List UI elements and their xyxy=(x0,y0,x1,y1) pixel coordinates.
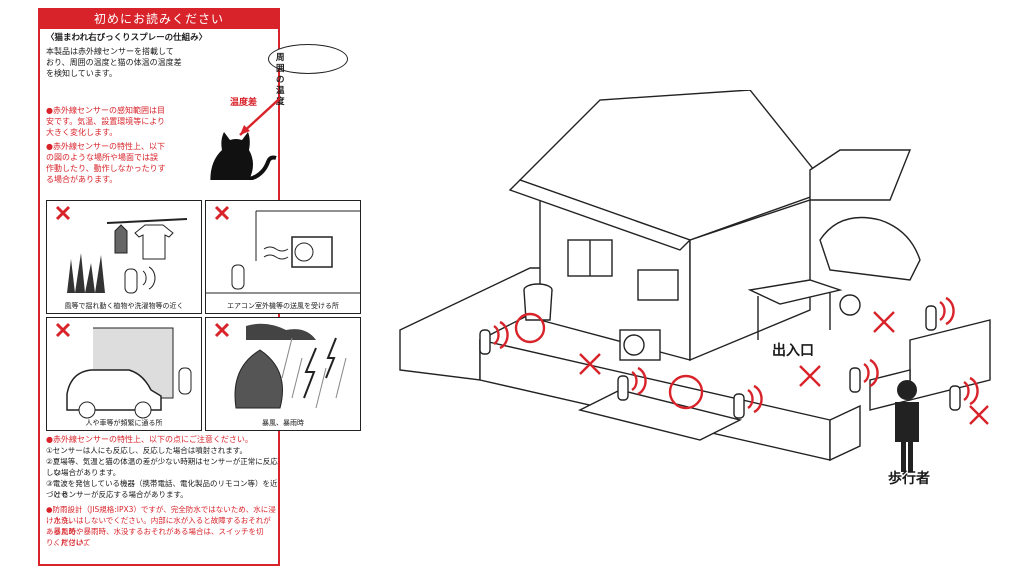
note2-line-1: ●赤外線センサーの特性上、以下 xyxy=(46,142,165,151)
note2-line-4: る場合があります。 xyxy=(46,175,118,184)
house-placement-illustration xyxy=(399,90,991,472)
intro-line-2: おり、周囲の温度と猫の体温の温度差 xyxy=(46,58,182,67)
panel-3-caption: 人や車等が頻繁に通る所 xyxy=(85,419,163,427)
warning-panel-plants: 風等で揺れ動く植物や洗濯物等の近く xyxy=(46,200,202,314)
car-traffic-illustration xyxy=(55,322,192,419)
warning-panel-ac: エアコン室外機等の送風を受ける所 xyxy=(205,200,361,314)
warning-panel-traffic: 人や車等が頻繁に通る所 xyxy=(46,317,202,431)
pedestrian-label: 歩行者 xyxy=(888,471,930,487)
note1-line-1: ●赤外線センサーの感知範囲は目 xyxy=(46,106,165,115)
caution-header: ●赤外線センサーの特性上、以下の点にご注意ください。 xyxy=(46,435,253,444)
pedestrian-figure xyxy=(895,380,919,472)
waterproof-line-3: 暴風時や暴雨時、水没するおそれがある場合は、スイッチを切り、片付けて xyxy=(46,527,264,547)
ac-unit-illustration xyxy=(206,205,360,294)
cat-sensor-illustration xyxy=(210,96,280,180)
temp-diff-label: 温度差 xyxy=(230,98,258,108)
card-header: 初めにお読みください xyxy=(40,10,278,29)
plants-laundry-illustration xyxy=(55,205,188,294)
note1-line-2: 安です。気温、設置環境等により xyxy=(46,117,166,126)
caution-line-5: とセンサーが反応する場合があります。 xyxy=(46,490,188,499)
note1-line-3: 大きく変化します。 xyxy=(46,128,118,137)
waterproof-line-2: 水洗いはしないでください。内部に水が入ると故障するおそれがあるため、 xyxy=(46,516,271,536)
section-title: 〈猫まわれ右びっくりスプレーの仕組み〉 xyxy=(46,33,208,43)
warning-panel-storm: 暴風、暴雨時 xyxy=(205,317,361,431)
caution-line-4: ③電波を発信している機器（携帯電話、電化製品のリモコン等）を近づける xyxy=(46,479,278,499)
entrance-label: 出入口 xyxy=(772,343,814,359)
storm-illustration xyxy=(214,322,347,409)
caution-line-1: ①センサーは人にも反応し、反応した場合は噴射されます。 xyxy=(46,446,247,455)
waterproof-line-4: ください。 xyxy=(46,538,91,547)
caution-line-3: い場合があります。 xyxy=(46,468,121,477)
note2-line-3: 作動したり、動作しなかったりす xyxy=(46,164,166,173)
note2-line-2: の図のような場所や場面では誤 xyxy=(46,153,158,162)
ambient-temp-label: 周囲の温度 xyxy=(276,53,285,107)
intro-line-1: 本製品は赤外線センサーを搭載して xyxy=(46,47,174,56)
panel-4-caption: 暴風、暴雨時 xyxy=(262,419,304,427)
intro-line-3: を検知しています。 xyxy=(46,69,117,78)
panel-2-caption: エアコン室外機等の送風を受ける所 xyxy=(227,302,339,310)
caution-line-2: ②夏場等、気温と猫の体温の差が少ない時期はセンサーが正常に反応しな xyxy=(46,457,278,477)
waterproof-line-1: ●防雨設計（JIS規格:IPX3）ですが、完全防水ではないため、水に浸けたり、 xyxy=(46,505,276,525)
panel-1-caption: 風等で揺れ動く植物や洗濯物等の近く xyxy=(64,302,184,310)
ambient-temp-bubble xyxy=(268,44,348,74)
instruction-card: 初めにお読みください 〈猫まわれ右びっくりスプレーの仕組み〉 本製品は赤外線セン… xyxy=(38,8,361,566)
